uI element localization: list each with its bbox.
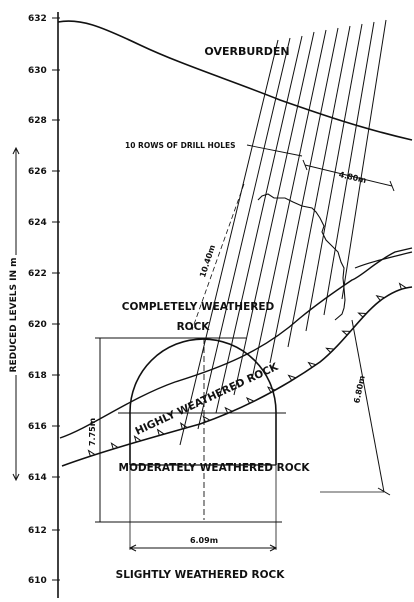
axis-tick-label: 618 [28,371,47,381]
drill-hole-line [197,37,291,430]
moderately-weathered-boundary [61,286,413,467]
label-dim-top-width: 4.80m [338,170,367,185]
axis-tick-label: 626 [28,167,47,177]
boundary-tooth [375,294,385,301]
axis-tick-label: 620 [28,320,47,330]
drill-hole-line [305,23,363,332]
label-drill-holes: 10 ROWS OF DRILL HOLES [125,141,236,150]
axis-tick-label: 612 [28,526,47,536]
drill-hole-line [233,31,315,396]
dim-right-length-line [351,319,385,493]
label-moderately-weathered: MODERATELY WEATHERED ROCK [119,462,311,474]
boundary-tooth [287,374,297,381]
drill-hole-line [323,21,375,316]
boundary-tooth [133,435,142,443]
completely-weathered-boundary [59,247,413,439]
drill-holes-leader [246,144,303,157]
drill-hole-line [287,25,351,348]
drill-hole-line [179,39,279,446]
axis-tick-label: 630 [28,66,47,76]
boundary-tooth [156,428,165,436]
dim-hole-length-line [191,183,245,331]
axis-tick-label: 624 [28,218,47,228]
boundary-tooth [224,406,233,414]
boundary-tooth [245,397,255,404]
drill-holes [179,19,387,446]
tunnel-arch [129,338,277,465]
label-slightly-weathered: SLIGHTLY WEATHERED ROCK [116,569,286,581]
drill-hole-line [215,35,303,414]
boundary-tooth [110,442,119,450]
axis-tick-label: 628 [28,116,47,126]
boundary-tooth [307,361,317,368]
label-dim-base-width: 6.09m [190,536,218,545]
boundary-tooth [398,282,407,290]
axis-tick-label: 632 [28,14,47,24]
excavation-break-line [257,193,346,321]
drill-hole-line [269,27,339,364]
label-completely-weathered-1: COMPLETELY WEATHERED [122,301,275,313]
label-dim-hole-length: 10.40m [198,244,217,279]
boundary-tooth [357,312,367,318]
axis-tick-label: 610 [28,576,47,586]
label-overburden: OVERBURDEN [204,45,289,58]
boundary-tooth [179,421,188,430]
drill-hole-line [341,19,387,300]
axis-ticks: 632 630 628 626 624 622 620 618 616 614 612 610 [28,14,60,586]
ground-surface-line [57,20,413,141]
label-completely-weathered-2: ROCK [177,321,211,333]
axis-tick-label: 616 [28,422,47,432]
axis-title: REDUCED LEVELS IN m [9,258,19,373]
boundary-tooth [325,347,335,353]
reduced-level-axis: 632 630 628 626 624 622 620 618 616 614 612 610 RED… [9,12,60,598]
dimension-lines [95,159,395,552]
boundary-tooth [202,415,211,423]
label-dim-left-height: 7.75m [88,418,97,446]
boundary-tooth [87,449,96,457]
excavation-outline [118,338,286,520]
axis-tick-label: 614 [28,473,47,483]
drill-hole-line [251,29,327,380]
axis-tick-label: 622 [28,269,47,279]
boundary-tooth [341,330,351,336]
dim-top-width-line [304,164,393,187]
right-boundary-line [354,251,413,269]
axis-title-arrows [12,146,20,482]
